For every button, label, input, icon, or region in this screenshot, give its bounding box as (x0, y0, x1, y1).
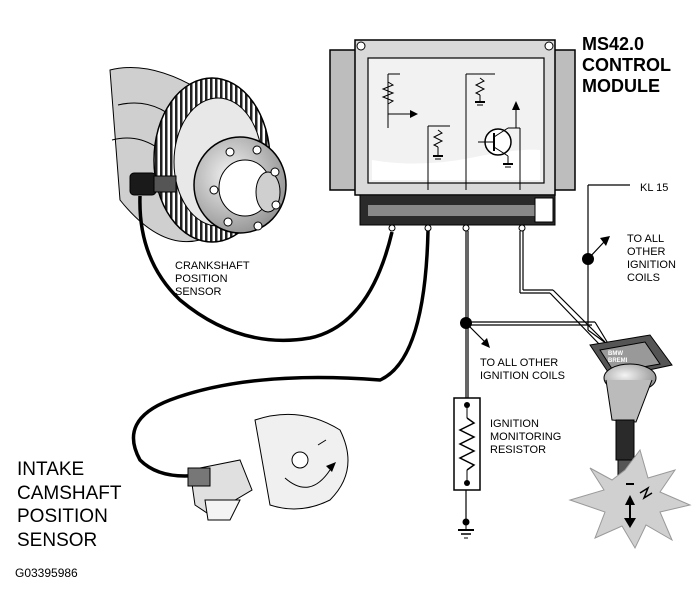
ignition-monitoring-label-line-3: RESISTOR (490, 444, 547, 456)
to-all-other-coils-mid: TO ALL OTHER IGNITION COILS (480, 357, 565, 383)
to-all-other-coils-right-line-1: TO ALL (627, 233, 665, 245)
module-title: MS42.0 CONTROL MODULE (582, 34, 671, 97)
to-all-other-coils-right: TO ALL OTHER IGNITION COILS (627, 233, 676, 285)
kl15-label: KL 15 (640, 182, 669, 194)
figure-code: G03395986 (15, 566, 78, 580)
camshaft-label-line-4: SENSOR (17, 529, 98, 551)
spark-burst (568, 448, 692, 550)
crankshaft-sensor (129, 172, 394, 342)
junction-dots (460, 236, 610, 348)
crankshaft-sensor-label-line-2: POSITION (175, 273, 228, 285)
crankshaft-sensor-label: CRANKSHAFT POSITION SENSOR (175, 260, 250, 299)
ground-symbol (458, 518, 474, 539)
crankshaft-sensor-label-line-3: SENSOR (175, 286, 222, 298)
to-all-other-coils-right-line-3: IGNITION (627, 259, 676, 271)
camshaft-sensor (187, 413, 349, 521)
ignition-monitoring-resistor-label: IGNITION MONITORING RESISTOR (490, 418, 561, 457)
control-module (329, 39, 576, 232)
camshaft-label-line-2: CAMSHAFT (17, 482, 122, 504)
wiring (131, 184, 630, 520)
coil-brand-label: BMW (608, 351, 623, 357)
camshaft-label-line-3: POSITION (17, 506, 108, 527)
crankshaft-sensor-label-line-1: CRANKSHAFT (175, 260, 250, 272)
module-title-line-3: MODULE (582, 76, 660, 96)
to-all-other-coils-right-line-2: OTHER (627, 246, 666, 258)
ignition-monitoring-label-line-2: MONITORING (490, 431, 562, 443)
module-title-line-2: CONTROL (582, 55, 671, 75)
module-title-line-1: MS42.0 (582, 34, 645, 54)
camshaft-label-line-1: INTAKE (17, 459, 85, 480)
to-all-other-coils-right-line-4: COILS (627, 272, 661, 284)
ignition-monitoring-resistor (453, 397, 481, 491)
to-all-other-coils-mid-line-1: TO ALL OTHER (480, 357, 559, 369)
crankshaft-assembly (109, 67, 287, 243)
intake-camshaft-sensor-label: INTAKE CAMSHAFT POSITION SENSOR (17, 458, 122, 552)
to-all-other-coils-mid-line-2: IGNITION COILS (480, 370, 565, 382)
coil-brand-label-2: BREMI (608, 358, 628, 364)
ignition-monitoring-label-line-1: IGNITION (490, 418, 539, 430)
ignition-coil (589, 334, 673, 491)
